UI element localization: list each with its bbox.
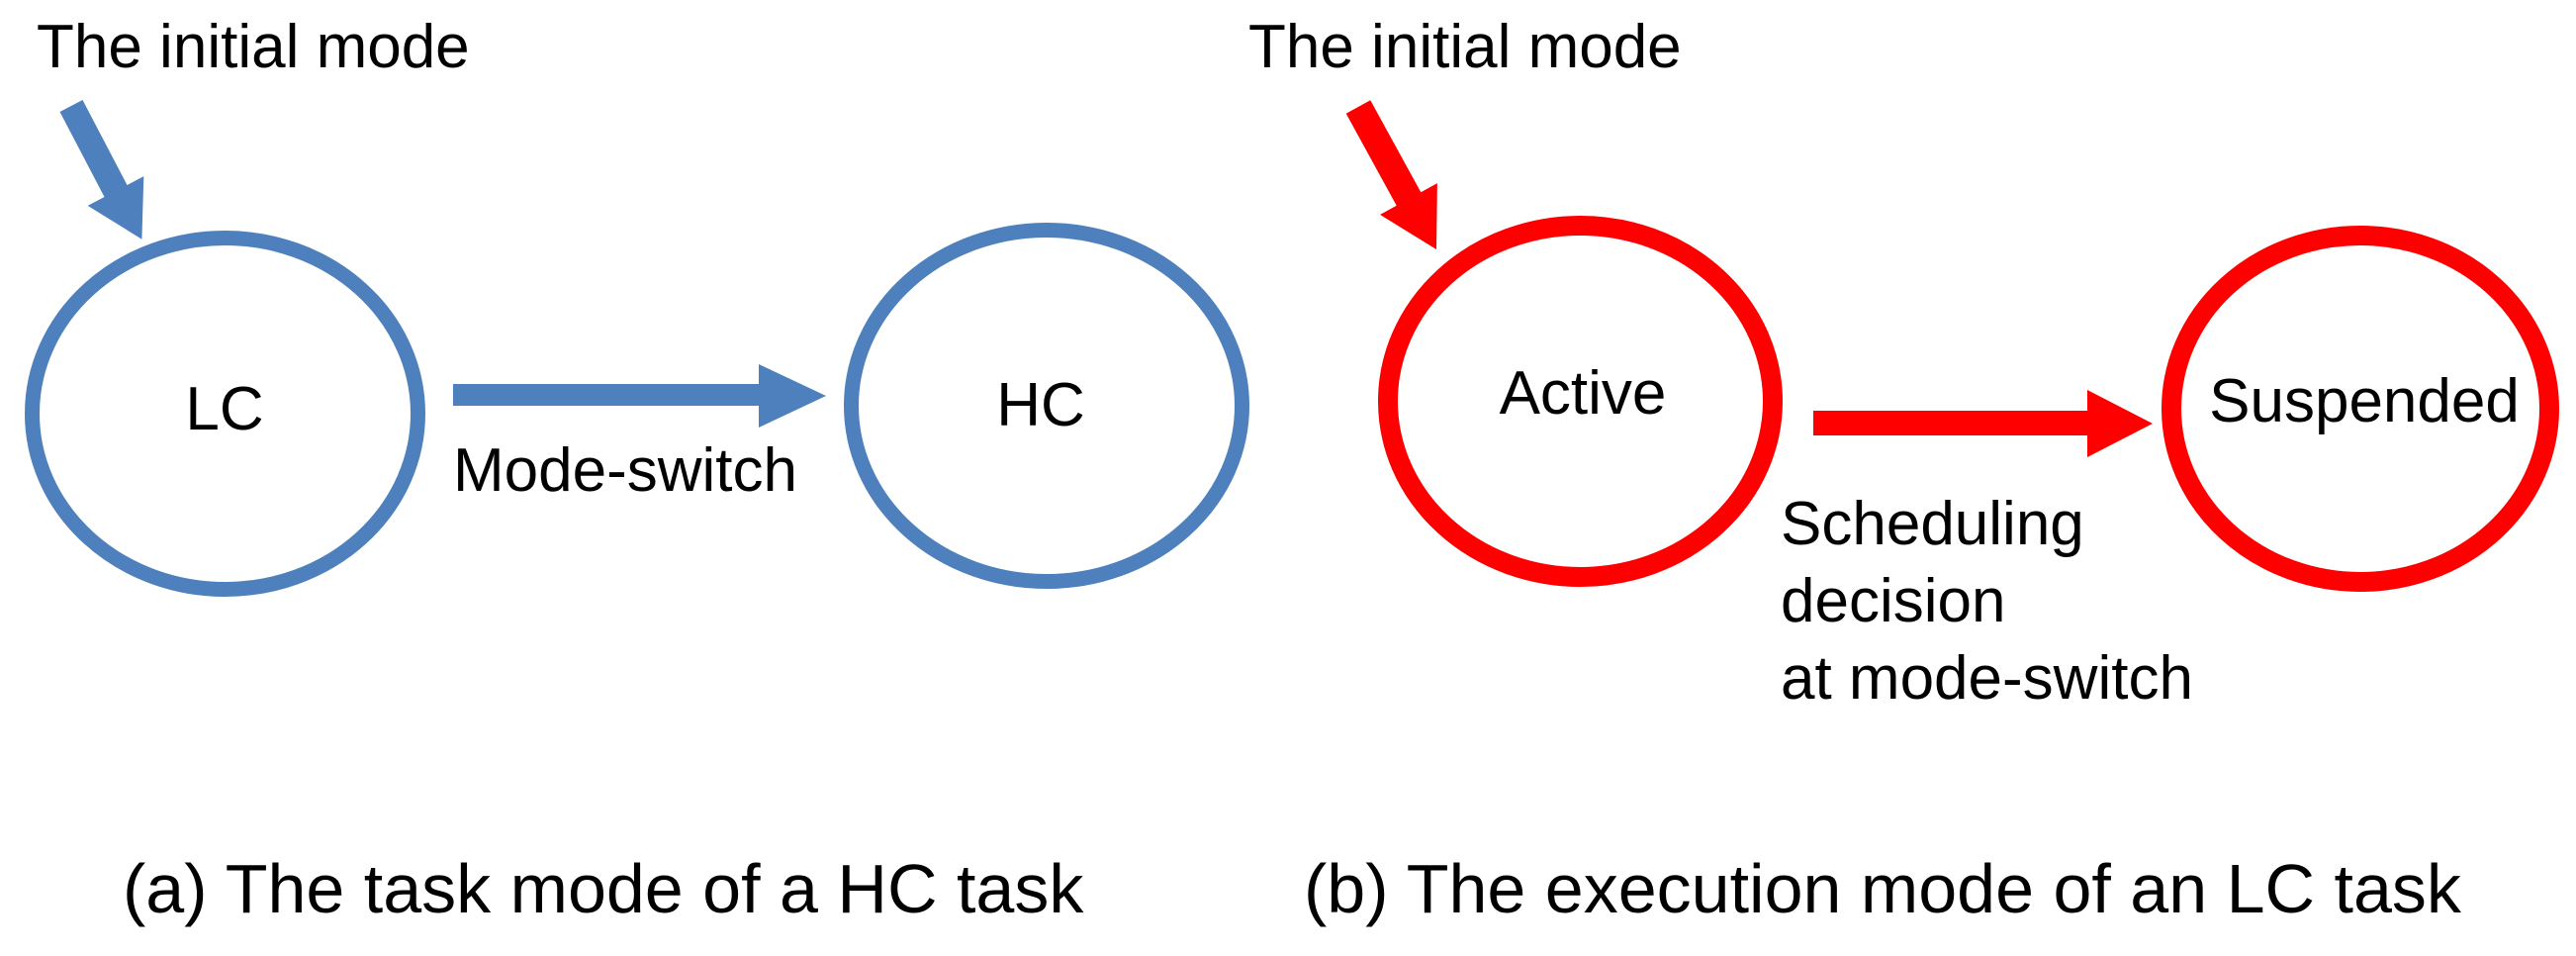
state-label-lc: LC bbox=[185, 375, 264, 443]
state-label-hc: HC bbox=[996, 371, 1085, 439]
transition-label-b-line1: Scheduling bbox=[1781, 490, 2084, 558]
initial-mode-label-b: The initial mode bbox=[1248, 13, 1682, 81]
caption-a: (a) The task mode of a HC task bbox=[123, 850, 1084, 927]
initial-mode-label-a: The initial mode bbox=[37, 13, 470, 81]
transition-label-b-line3: at mode-switch bbox=[1781, 644, 2193, 713]
transition-label-b-line2: decision bbox=[1781, 567, 2006, 635]
state-label-active: Active bbox=[1499, 359, 1667, 428]
caption-b: (b) The execution mode of an LC task bbox=[1304, 850, 2461, 927]
transition-arrow-a bbox=[453, 364, 826, 428]
transition-arrow-b bbox=[1813, 390, 2153, 457]
transition-label-a: Mode-switch bbox=[453, 436, 797, 505]
state-circle-suspended bbox=[2162, 226, 2559, 592]
initial-mode-arrow-b bbox=[1345, 100, 1437, 249]
initial-mode-arrow-a bbox=[59, 100, 144, 239]
state-circle-hc bbox=[844, 223, 1249, 589]
transition-label-b: Scheduling decision at mode-switch bbox=[1781, 486, 2193, 717]
state-circle-active bbox=[1378, 216, 1783, 587]
state-label-suspended: Suspended bbox=[2209, 367, 2520, 435]
state-circle-lc bbox=[25, 231, 425, 597]
